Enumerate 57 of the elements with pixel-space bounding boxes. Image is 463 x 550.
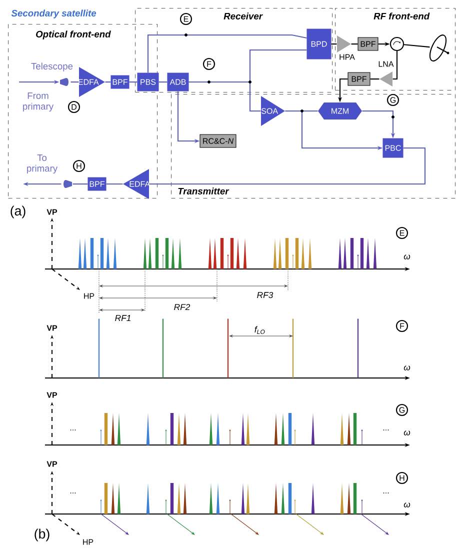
component-label: HPA [340, 54, 355, 60]
connector-line [188, 81, 261, 112]
telescope-icon [64, 180, 72, 188]
text-label: ω [404, 430, 410, 436]
text-label: RF1 [115, 315, 130, 321]
circulator-symbol [390, 36, 404, 52]
connector-line [129, 81, 138, 83]
component-box: PBS [137, 72, 159, 92]
text-label: RF3 [257, 292, 274, 298]
text-label: HP [84, 293, 94, 299]
component-box: RC&C-N [200, 134, 236, 148]
text-label: ω [404, 366, 410, 370]
text-label: VP [46, 392, 58, 398]
text-label: VP [46, 209, 58, 215]
connector-line [70, 81, 79, 83]
section-title: RF front-end [374, 12, 430, 20]
component-label: LNA [378, 61, 394, 67]
section-title: Transmitter [178, 188, 230, 194]
antenna-dish-icon [429, 34, 450, 62]
connector-line [72, 183, 88, 185]
text-label: To primary [27, 154, 58, 174]
connector-line [404, 44, 430, 48]
text-label: Telescope [31, 62, 73, 72]
component-box: BPF [348, 72, 370, 86]
component-box: BPF [110, 75, 130, 89]
text-label: RF2 [174, 304, 190, 310]
component-box: BPD [306, 28, 332, 60]
section-title: Receiver [224, 12, 263, 20]
amplifier-triangle: SOA [261, 96, 285, 126]
section-title: Optical front-end [36, 30, 111, 40]
amplifier-triangle: EDFA [123, 169, 150, 199]
text-label: From primary [23, 92, 54, 112]
connector-line [331, 43, 337, 45]
connector-line [158, 81, 168, 83]
text-label: f$_{LO}$ [254, 326, 265, 334]
component-box: BPF [88, 177, 106, 191]
heading: Secondary satellite [11, 10, 96, 18]
component-box: PBC [382, 138, 404, 158]
connector-line [149, 147, 426, 185]
text-label: ... [70, 492, 76, 494]
text-label: ω [404, 254, 410, 260]
connector-line [106, 183, 123, 185]
text-label: VP [46, 461, 58, 467]
component-box: ADB [167, 72, 189, 92]
connector-line [105, 81, 111, 83]
text-label: HP [83, 539, 94, 545]
text-label: ... [383, 492, 389, 494]
modulator-hexagon: MZM [318, 102, 362, 120]
text-label: (b) [34, 528, 50, 542]
text-label: (a) [10, 206, 26, 218]
component-box: BPF [358, 37, 378, 51]
connector-line [351, 43, 358, 45]
text-label: VP [46, 325, 58, 331]
connector-line [370, 78, 380, 80]
text-label: ω [404, 502, 410, 508]
connector-line [147, 34, 307, 73]
connector-line [392, 51, 398, 80]
